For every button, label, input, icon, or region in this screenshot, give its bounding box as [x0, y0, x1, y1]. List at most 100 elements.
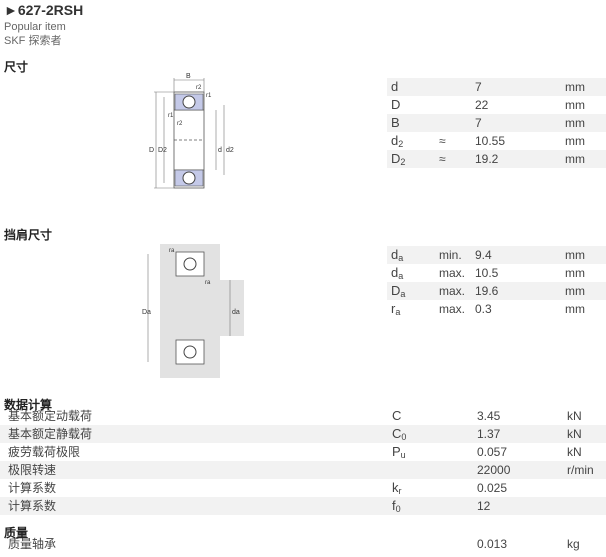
abutment-unit: mm [565, 266, 585, 280]
calculation-value: 22000 [477, 463, 511, 477]
abutment-symbol: r [391, 301, 396, 316]
label-D: D [149, 147, 154, 154]
abutment-symbol: d [391, 265, 399, 280]
dimension-qualifier: ≈ [439, 152, 446, 166]
calculation-symbol: P [392, 444, 401, 459]
calculation-row: 基本额定静载荷 C0 1.37 kN [0, 425, 606, 443]
calculation-unit: r/min [567, 463, 594, 477]
section-calculation: 数据计算 [4, 398, 53, 412]
label-da: da [232, 309, 240, 316]
abutment-symbol: d [391, 247, 399, 262]
dimension-symbol: d [391, 133, 399, 148]
calculation-label: 基本额定静载荷 [8, 427, 93, 441]
label-r2-top: r2 [196, 85, 202, 91]
label-B: B [186, 73, 191, 80]
dimension-value: 7 [475, 116, 482, 130]
bearing-dimension-diagram: B r2 r1 r1 r2 D D2 d d2 [149, 73, 234, 189]
calculation-unit: kN [567, 445, 582, 459]
abutment-qualifier: max. [439, 266, 466, 280]
calculation-row: 计算系数 kr 0.025 [0, 479, 606, 497]
calculation-symbol: k [392, 480, 399, 495]
abutment-unit: mm [565, 284, 585, 298]
abutment-symbol: D [391, 283, 401, 298]
abutment-row: da min. 9.4 mm [387, 246, 606, 264]
dimension-symbol: D [391, 151, 401, 166]
dimension-subscript: 2 [400, 157, 406, 167]
mass-value: 0.013 [477, 537, 508, 551]
calculation-row: 基本额定动载荷 C 3.45 kN [0, 407, 606, 425]
abutment-table: da min. 9.4 mm da max. 10.5 mm Da max. 1… [387, 246, 606, 318]
calculation-symbol: C [392, 426, 402, 441]
dimension-unit: mm [565, 116, 585, 130]
dimension-row: B 7 mm [387, 114, 606, 132]
calculation-unit: kN [567, 409, 582, 423]
dimension-symbol: B [391, 115, 400, 130]
dimension-unit: mm [565, 80, 585, 94]
abutment-subscript: a [398, 253, 404, 263]
mass-row: 质量轴承 0.013 kg [0, 535, 606, 553]
abutment-row: da max. 10.5 mm [387, 264, 606, 282]
calculation-subscript: r [398, 486, 402, 496]
label-ra-right: ra [205, 280, 211, 286]
abutment-qualifier: min. [439, 248, 462, 262]
dimension-value: 7 [475, 80, 482, 94]
label-ra-top: ra [169, 248, 175, 254]
calculation-symbol: f [392, 498, 396, 513]
calculation-value: 12 [477, 499, 491, 513]
section-dimensions: 尺寸 [4, 60, 29, 74]
label-r1-left: r1 [168, 113, 174, 119]
calculation-row: 极限转速 22000 r/min [0, 461, 606, 479]
abutment-unit: mm [565, 248, 585, 262]
abutment-value: 10.5 [475, 266, 499, 280]
product-title: ►627-2RSH [4, 2, 84, 18]
mass-table: 质量轴承 0.013 kg [0, 535, 606, 553]
abutment-subscript: a [398, 271, 404, 281]
dimension-unit: mm [565, 152, 585, 166]
calculation-label: 计算系数 [8, 499, 57, 513]
calculation-label: 极限转速 [8, 463, 57, 477]
calculation-value: 0.057 [477, 445, 508, 459]
calculation-label: 计算系数 [8, 481, 57, 495]
calculation-subscript: 0 [395, 504, 401, 514]
abutment-qualifier: max. [439, 302, 466, 316]
calculation-unit: kN [567, 427, 582, 441]
calculation-subscript: u [400, 450, 406, 460]
dimension-value: 10.55 [475, 134, 506, 148]
calculation-label: 基本额定动载荷 [8, 409, 93, 423]
dimension-symbol: D [391, 97, 401, 112]
section-mass: 质量 [4, 526, 29, 540]
calculation-row: 计算系数 f0 12 [0, 497, 606, 515]
label-r2-left: r2 [177, 121, 183, 127]
calculation-value: 0.025 [477, 481, 508, 495]
abutment-row: ra max. 0.3 mm [387, 300, 606, 318]
dimensions-table: d 7 mm D 22 mm B 7 mm d2 ≈ 10.55 mm D2 ≈… [387, 78, 606, 168]
abutment-unit: mm [565, 302, 585, 316]
dimension-subscript: 2 [398, 139, 404, 149]
calculation-table: 基本额定动载荷 C 3.45 kN 基本额定静载荷 C0 1.37 kN 疲劳载… [0, 407, 606, 515]
label-d: d [218, 147, 222, 154]
label-d2: d2 [226, 147, 234, 154]
dimension-unit: mm [565, 98, 585, 112]
dimension-qualifier: ≈ [439, 134, 446, 148]
dimension-value: 22 [475, 98, 489, 112]
dimension-row: D 22 mm [387, 96, 606, 114]
calculation-value: 1.37 [477, 427, 501, 441]
label-D2: D2 [158, 147, 167, 154]
calculation-subscript: 0 [401, 432, 407, 442]
dimension-unit: mm [565, 134, 585, 148]
dimension-value: 19.2 [475, 152, 499, 166]
popular-item-label: Popular item [4, 21, 66, 33]
calculation-row: 疲劳载荷极限 Pu 0.057 kN [0, 443, 606, 461]
label-Da: Da [142, 309, 151, 316]
mass-label: 质量轴承 [8, 537, 57, 551]
dimension-row: d2 ≈ 10.55 mm [387, 132, 606, 150]
abutment-subscript: a [400, 289, 406, 299]
mass-unit: kg [567, 537, 580, 551]
skf-explorer-label: SKF 探索者 [4, 35, 62, 47]
abutment-value: 9.4 [475, 248, 492, 262]
abutment-qualifier: max. [439, 284, 466, 298]
dimension-row: d 7 mm [387, 78, 606, 96]
calculation-label: 疲劳载荷极限 [8, 445, 81, 459]
abutment-dimension-diagram: ra ra Da da [142, 244, 244, 378]
abutment-subscript: a [395, 307, 401, 317]
